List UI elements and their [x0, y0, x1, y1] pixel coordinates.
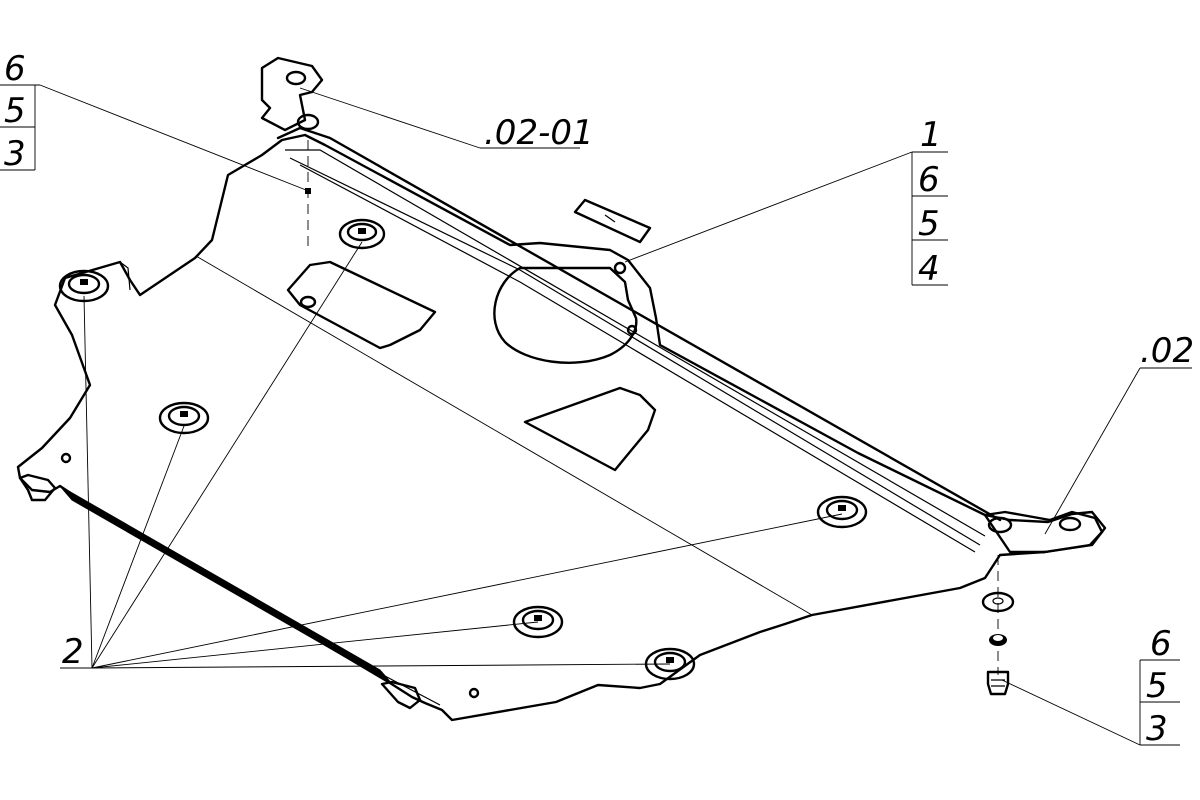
pad: [573, 198, 652, 244]
leader-line: [83, 295, 93, 669]
callout-label: 5: [1146, 666, 1168, 706]
fastener-boss: [158, 401, 210, 435]
callout-label: 6: [918, 160, 940, 200]
rear-rail-inner-1: [285, 149, 986, 537]
side-rib: [699, 631, 761, 656]
callout-label: 3: [4, 134, 26, 174]
fastener-boss: [512, 605, 564, 639]
fastener-boss: [816, 495, 868, 529]
skid-plate-outline: [16, 133, 1107, 722]
callout-label: 2: [62, 632, 84, 672]
callout-label: 6: [1150, 624, 1172, 664]
front-tab-right: [380, 680, 422, 710]
leader-line: [91, 241, 363, 669]
triangle-cutout: [523, 386, 657, 472]
side-rib: [119, 261, 131, 291]
rear-rail-inner-2: [289, 157, 981, 546]
rear-rail: [276, 126, 1002, 522]
callout-label: .02: [1140, 331, 1194, 371]
section-line: [195, 255, 813, 616]
leader-line: [91, 425, 185, 669]
callout-label: 3: [1146, 709, 1168, 749]
cutout-hole: [299, 295, 317, 309]
leader-line: [1001, 679, 1141, 746]
bracket-top-left: [260, 56, 324, 132]
callout-label: .02-01: [484, 113, 594, 153]
front-bar: [59, 485, 393, 685]
small-hole: [613, 261, 627, 275]
fastener-boss: [338, 218, 386, 250]
bracket-right-hole: [1058, 516, 1082, 532]
leader-line: [39, 84, 307, 191]
callout-label: 5: [4, 91, 26, 131]
round-opening: [493, 266, 638, 364]
bracket-right-bolt: [987, 516, 1013, 534]
small-hole: [60, 452, 72, 464]
leader-line: [91, 663, 671, 669]
leader-line: [91, 621, 539, 669]
callout-label: 4: [918, 249, 940, 289]
trapezoid-cutout: [286, 260, 437, 350]
callout-label: 5: [918, 204, 940, 244]
front-tab-left: [18, 473, 57, 502]
bracket-hole: [285, 70, 307, 86]
leader-line: [91, 513, 843, 669]
small-hole: [626, 324, 638, 336]
washer: [981, 591, 1015, 613]
spring-washer: [989, 634, 1007, 646]
rear-rail-inner-3: [299, 164, 976, 553]
leader-line: [624, 151, 913, 263]
leader-line: [299, 87, 481, 149]
bolt: [986, 670, 1010, 696]
axis-marker: [305, 188, 311, 194]
pad-slot: [604, 214, 616, 223]
callout-label: 1: [920, 115, 942, 155]
bracket-right: [983, 510, 1104, 554]
small-hole: [468, 687, 480, 699]
bracket-bolt: [296, 113, 320, 131]
callout-label: 6: [4, 49, 26, 89]
leader-line: [1044, 367, 1141, 535]
